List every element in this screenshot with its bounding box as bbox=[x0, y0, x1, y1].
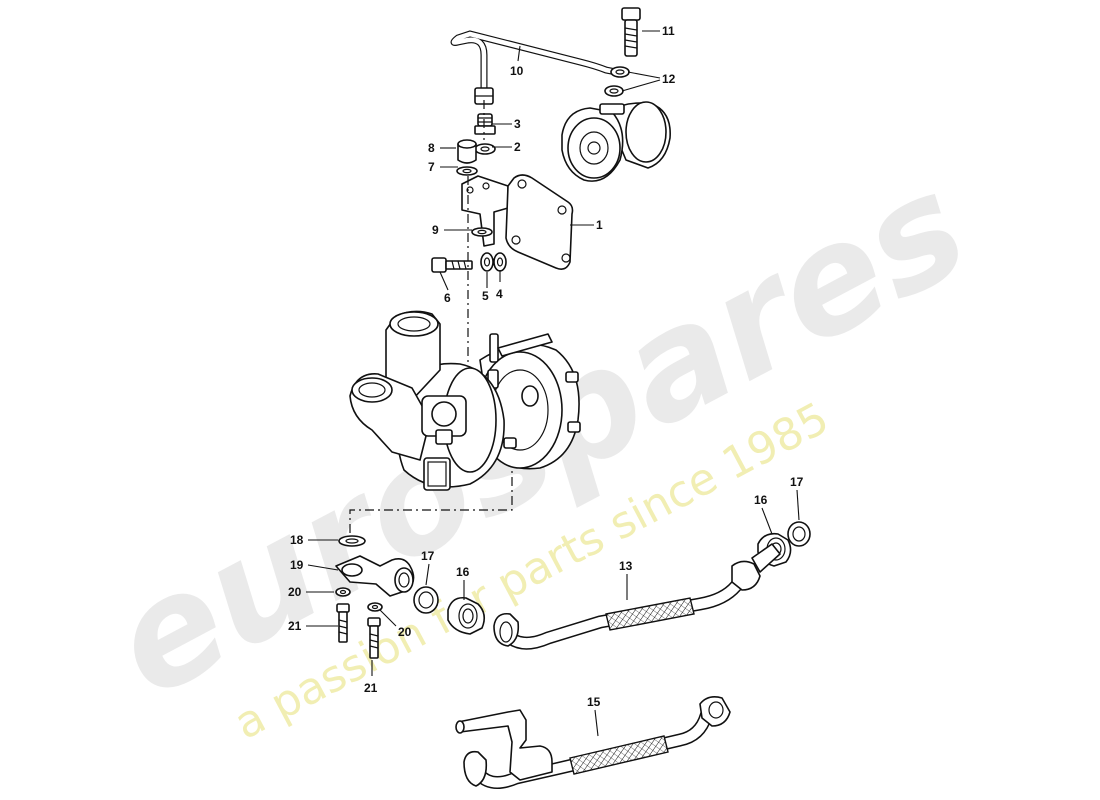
oil-filter-housing bbox=[561, 101, 671, 182]
callout-11: 11 bbox=[662, 24, 675, 38]
part-11-banjo-bolt bbox=[621, 7, 641, 57]
part-20-washer-left bbox=[335, 587, 351, 597]
callout-20-right: 20 bbox=[398, 625, 412, 639]
part-13-oil-return-hose bbox=[493, 543, 781, 650]
part-8-spacer-sleeve bbox=[457, 139, 477, 164]
part-20-washer-right bbox=[367, 602, 383, 612]
callout-1: 1 bbox=[596, 218, 603, 232]
callout-3: 3 bbox=[514, 117, 521, 131]
part-17-ring-upper bbox=[787, 521, 811, 547]
part-5-washer bbox=[480, 252, 494, 272]
callouts: 1 2 3 4 5 6 7 8 9 10 11 12 13 15 16 16 1… bbox=[288, 24, 804, 709]
part-10-oil-feed-pipe bbox=[450, 30, 620, 105]
part-7-seal bbox=[456, 166, 478, 176]
part-21-bolt-left bbox=[336, 603, 350, 643]
part-1-bracket bbox=[461, 174, 574, 270]
callout-4: 4 bbox=[496, 287, 503, 301]
part-21-bolt-right bbox=[367, 617, 381, 659]
turbocharger bbox=[349, 310, 581, 491]
part-9-seal bbox=[471, 227, 493, 237]
callout-21-left: 21 bbox=[288, 619, 302, 633]
callout-18: 18 bbox=[290, 533, 304, 547]
leader-lines bbox=[306, 30, 800, 737]
callout-6: 6 bbox=[444, 291, 451, 305]
part-15-oil-hose bbox=[455, 696, 731, 789]
callout-21-right: 21 bbox=[364, 681, 378, 695]
callout-17-upper: 17 bbox=[790, 475, 804, 489]
part-6-bolt bbox=[431, 257, 473, 273]
callout-16-upper: 16 bbox=[754, 493, 768, 507]
callout-13: 13 bbox=[619, 559, 633, 573]
part-16-union-lower bbox=[447, 596, 486, 635]
part-19-return-elbow bbox=[335, 555, 415, 597]
callout-5: 5 bbox=[482, 289, 489, 303]
callout-19: 19 bbox=[290, 558, 304, 572]
part-12-sealing-rings bbox=[604, 66, 630, 97]
part-17-ring-lower bbox=[413, 586, 439, 614]
callout-12: 12 bbox=[662, 72, 676, 86]
callout-9: 9 bbox=[432, 223, 439, 237]
callout-15: 15 bbox=[587, 695, 601, 709]
part-18-seal bbox=[338, 535, 366, 547]
part-4-nut bbox=[493, 252, 507, 272]
part-2-seal bbox=[474, 143, 496, 155]
callout-7: 7 bbox=[428, 160, 435, 174]
callout-20-left: 20 bbox=[288, 585, 302, 599]
callout-2: 2 bbox=[514, 140, 521, 154]
callout-16-lower: 16 bbox=[456, 565, 470, 579]
callout-17-lower: 17 bbox=[421, 549, 435, 563]
callout-10: 10 bbox=[510, 64, 524, 78]
callout-8: 8 bbox=[428, 141, 435, 155]
part-3-union-fitting bbox=[474, 113, 496, 135]
